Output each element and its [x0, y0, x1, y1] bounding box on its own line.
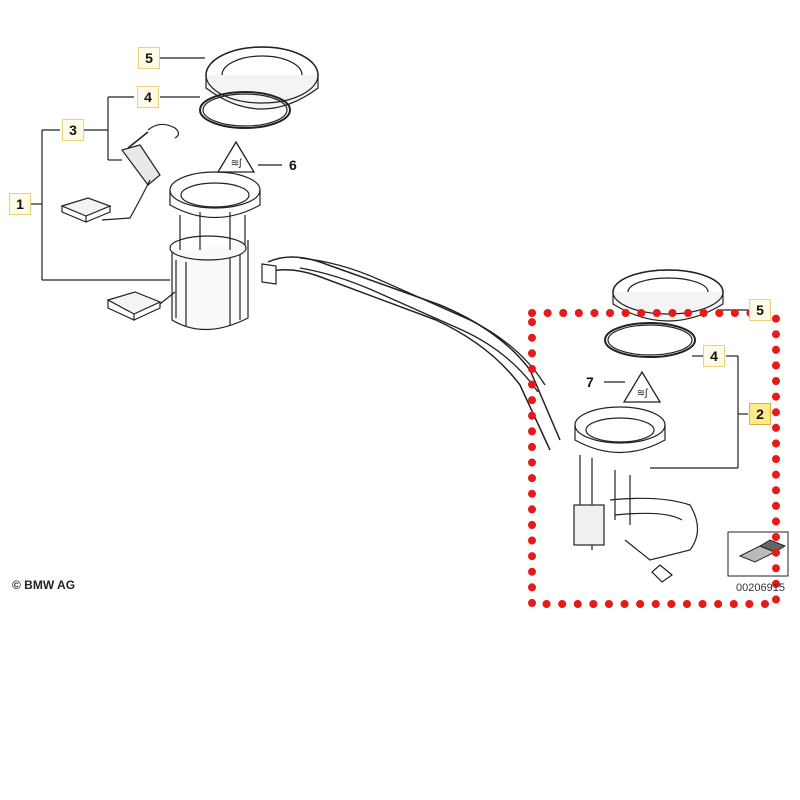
svg-text:≋ʃ: ≋ʃ — [637, 388, 648, 399]
callout-6: 6 — [289, 157, 297, 173]
callout-4-right: 4 — [703, 345, 725, 367]
document-number: 00206915 — [736, 582, 785, 594]
svg-text:≋ʃ: ≋ʃ — [231, 158, 242, 169]
copyright-text: © BMW AG — [12, 578, 76, 592]
callout-7: 7 — [586, 374, 594, 390]
callout-5-left: 5 — [138, 47, 160, 69]
callout-4-left: 4 — [137, 86, 159, 108]
callout-3: 3 — [62, 119, 84, 141]
callout-5-right: 5 — [749, 299, 771, 321]
callout-1: 1 — [9, 193, 31, 215]
callout-2: 2 — [749, 403, 771, 425]
highlight-frame — [528, 309, 780, 608]
